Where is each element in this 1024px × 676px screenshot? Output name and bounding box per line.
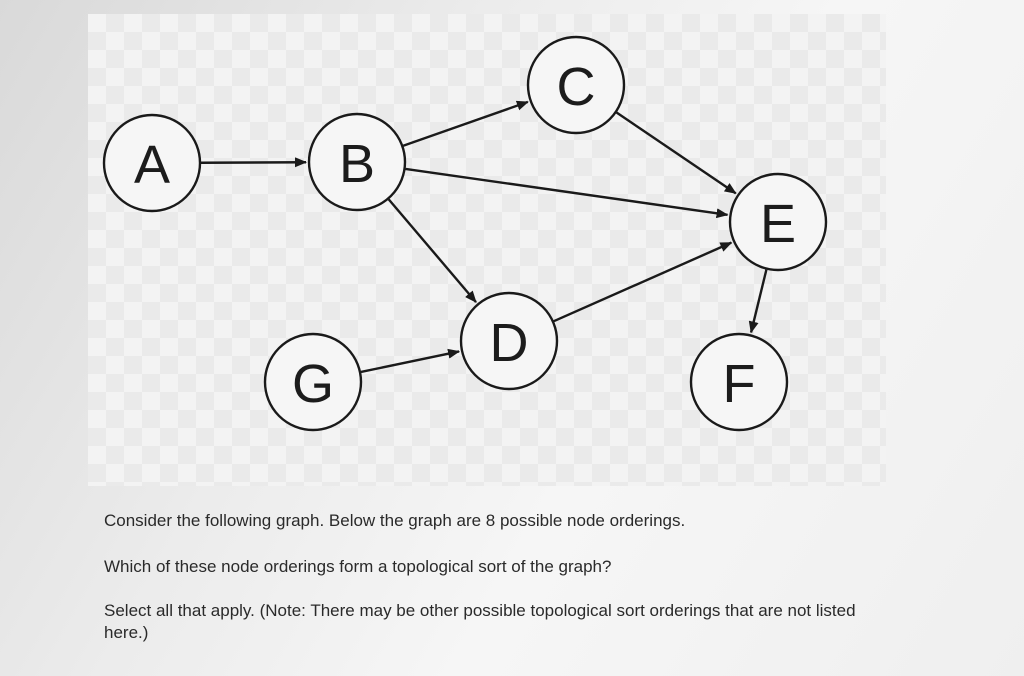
edge-b-c xyxy=(402,100,529,147)
edge-a-b xyxy=(200,157,308,168)
question-line-3: Select all that apply. (Note: There may … xyxy=(104,601,856,642)
node-e: E xyxy=(728,172,828,272)
edges xyxy=(200,100,768,374)
directed-graph: A B C D E F G xyxy=(102,35,828,432)
node-f: F xyxy=(689,332,789,432)
node-c: C xyxy=(526,35,626,135)
edge-b-d xyxy=(387,198,477,303)
node-label: E xyxy=(760,194,796,254)
node-label: C xyxy=(557,57,596,117)
node-circle xyxy=(728,172,828,272)
node-circle xyxy=(307,112,407,212)
node-circle xyxy=(459,291,559,391)
node-circle xyxy=(263,332,363,432)
node-label: B xyxy=(339,134,375,194)
node-a: A xyxy=(102,113,202,213)
node-label: D xyxy=(490,313,529,373)
edge-e-f xyxy=(748,269,768,334)
node-label: A xyxy=(134,135,170,195)
edge-c-e xyxy=(615,111,737,195)
node-label: F xyxy=(723,354,756,414)
question-line-1: Consider the following graph. Below the … xyxy=(104,511,686,530)
edge-g-d xyxy=(360,348,461,374)
edge-b-e xyxy=(405,167,729,219)
node-circle xyxy=(689,332,789,432)
node-circle xyxy=(102,113,202,213)
nodes: A B C D E F G xyxy=(102,35,828,432)
edge-d-e xyxy=(553,241,733,323)
node-circle xyxy=(526,35,626,135)
node-b: B xyxy=(307,112,407,212)
node-label: G xyxy=(292,354,334,414)
node-d: D xyxy=(459,291,559,391)
node-g: G xyxy=(263,332,363,432)
question-line-2: Which of these node orderings form a top… xyxy=(104,557,612,576)
